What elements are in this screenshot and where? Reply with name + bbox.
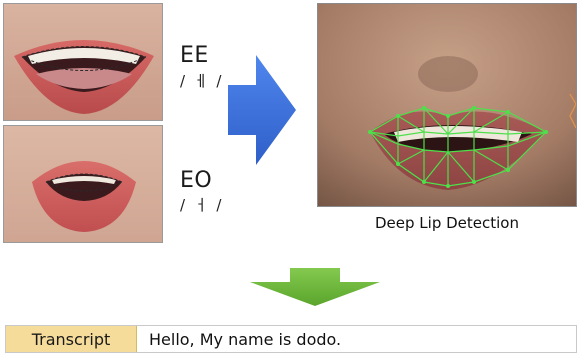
right-arrow-icon [228, 55, 298, 165]
lip-image-ee [3, 3, 163, 121]
lip-ee-illustration [4, 4, 163, 121]
lip-eo-illustration [4, 126, 163, 243]
phoneme-ipa-eo: / ㅓ / [180, 194, 223, 215]
lip-landmark-mesh [318, 4, 577, 207]
phoneme-label-ee: EE [180, 43, 209, 68]
transcript-text: Hello, My name is dodo. [137, 326, 576, 352]
transcript-label: Transcript [6, 326, 137, 352]
down-arrow-icon [250, 268, 380, 306]
phoneme-ipa-ee: / ㅔ / [180, 70, 223, 91]
lip-image-eo [3, 125, 163, 243]
lip-detection-photo [317, 3, 577, 207]
transcript-bar: Transcript Hello, My name is dodo. [5, 325, 577, 353]
phoneme-label-eo: EO [180, 168, 212, 193]
deep-lip-detection-caption: Deep Lip Detection [317, 214, 577, 232]
